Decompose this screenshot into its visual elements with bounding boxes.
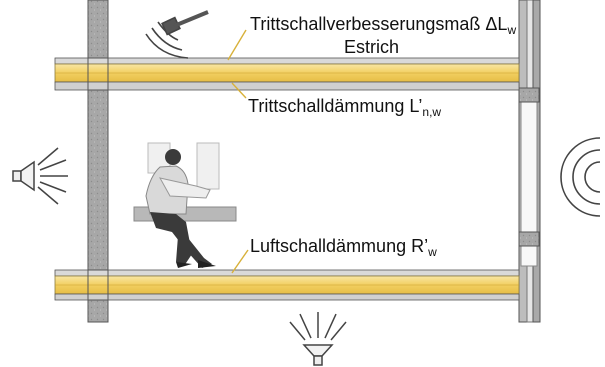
label-trittschallverbesserungsmass: Trittschallverbesserungsmaß ΔLw [250,14,516,37]
lower-floor-slab [54,269,520,301]
label-luftschalldaemmung: Luftschalldämmung R’w [250,236,437,259]
right-facade [518,0,541,323]
upper-floor-slab [54,57,520,91]
hammer-icon [145,10,209,59]
right-sound-wave-icon [560,137,601,217]
label-leader-lines [227,29,249,274]
bottom-loudspeaker-icon [289,312,347,366]
seated-person-reading-icon [133,142,237,268]
label-estrich: Estrich [344,37,399,57]
label-trittschalldaemmung: Trittschalldämmung L’n,w [248,96,441,119]
left-loudspeaker-icon [12,147,68,205]
